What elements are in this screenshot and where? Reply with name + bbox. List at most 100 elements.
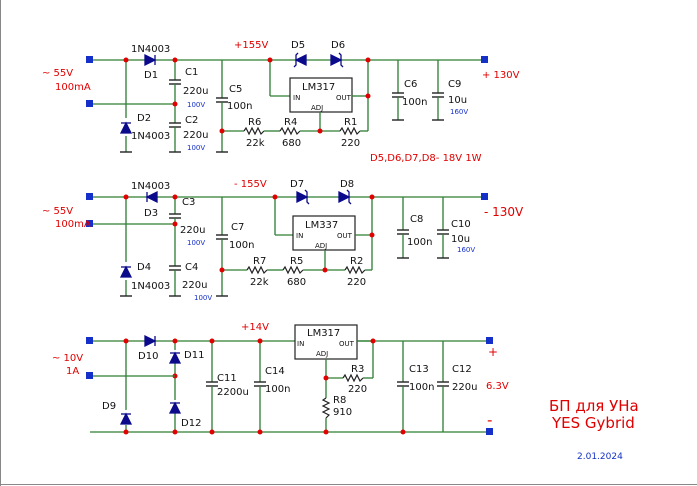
b3-reg-adj: ADJ	[316, 350, 328, 358]
b3-c14-value: 100n	[265, 384, 290, 395]
b1-d1-type: 1N4003	[131, 44, 170, 55]
b1-d2-type: 1N4003	[131, 131, 170, 142]
b2-c3-label: C3	[182, 197, 195, 208]
b1-r1-label: R1	[344, 117, 357, 128]
b2-c8-label: C8	[410, 214, 423, 225]
b2-r2-value: 220	[347, 277, 366, 288]
b1-d2-label: D2	[137, 113, 151, 124]
b2-c4-volt: 100V	[194, 294, 212, 302]
b2-d3-type: 1N4003	[131, 181, 170, 192]
b2-c8-value: 100n	[407, 237, 432, 248]
b3-reg-name: LM317	[307, 328, 340, 339]
b2-d4-label: D4	[137, 262, 151, 273]
b3-r3-label: R3	[351, 364, 364, 375]
b1-d6-label: D6	[331, 40, 345, 51]
b3-c13-value: 100n	[409, 382, 434, 393]
b3-plus-sign: +	[488, 345, 498, 359]
b3-c11-value: 2200u	[217, 387, 249, 398]
b3-reg-in: IN	[297, 340, 304, 348]
b3-r8-label: R8	[333, 395, 346, 406]
b1-c2-label: C2	[185, 115, 198, 126]
b3-c11-label: C11	[217, 373, 237, 384]
b2-c4-value: 220u	[182, 280, 207, 291]
b3-c12-value: 220u	[452, 382, 477, 393]
b3-r8-value: 910	[333, 407, 352, 418]
b1-c9-label: C9	[448, 79, 461, 90]
b2-d7-label: D7	[290, 179, 304, 190]
b3-output-voltage: 6.3V	[486, 381, 509, 392]
b2-output-voltage: - 130V	[484, 205, 524, 219]
b1-r4-label: R4	[284, 117, 297, 128]
b2-c3-value: 220u	[180, 225, 205, 236]
b1-c9-volt: 160V	[450, 108, 468, 116]
title-date: 2.01.2024	[577, 452, 623, 462]
b2-reg-out: OUT	[337, 232, 353, 240]
b2-c3-volt: 100V	[187, 239, 205, 247]
b2-reg-adj: ADJ	[315, 242, 327, 250]
b1-c1-volt: 100V	[187, 101, 205, 109]
block2-circuit	[86, 189, 488, 297]
b1-d1-label: D1	[144, 70, 158, 81]
b2-c10-volt: 160V	[457, 246, 475, 254]
b1-reg-adj: ADJ	[311, 104, 323, 112]
b2-r7-value: 22k	[250, 277, 269, 288]
b3-d10-label: D10	[138, 351, 158, 362]
b1-zener-note: D5,D6,D7,D8- 18V 1W	[370, 153, 482, 164]
block3-circuit	[86, 324, 493, 435]
block1-circuit	[86, 52, 488, 153]
b2-c10-label: C10	[451, 219, 471, 230]
b2-d4-type: 1N4003	[131, 281, 170, 292]
b2-r7-label: R7	[253, 256, 266, 267]
b1-input-current: 100mA	[55, 82, 91, 93]
b1-reg-in: IN	[293, 94, 300, 102]
b1-c2-value: 220u	[183, 130, 208, 141]
b1-c6-value: 100n	[402, 97, 427, 108]
b1-output-voltage: + 130V	[482, 70, 520, 81]
b2-reg-in: IN	[296, 232, 303, 240]
b2-r5-label: R5	[290, 256, 303, 267]
b1-c2-volt: 100V	[187, 144, 205, 152]
b1-c5-label: C5	[229, 84, 242, 95]
b1-reg-out: OUT	[336, 94, 352, 102]
b2-c4-label: C4	[185, 262, 198, 273]
b2-c10-value: 10u	[451, 234, 470, 245]
b1-r6-label: R6	[248, 117, 261, 128]
title-line2: YES Gybrid	[551, 414, 635, 432]
b2-input-voltage: ~ 55V	[42, 206, 73, 217]
b3-reg-out: OUT	[339, 340, 355, 348]
b2-r2-label: R2	[350, 256, 363, 267]
b2-rail-voltage: - 155V	[234, 179, 267, 190]
b1-c6-label: C6	[404, 79, 417, 90]
b2-d8-label: D8	[340, 179, 354, 190]
b1-r1-value: 220	[341, 138, 360, 149]
b3-c13-label: C13	[409, 364, 429, 375]
b2-d3-label: D3	[144, 208, 158, 219]
b1-c9-value: 10u	[448, 95, 467, 106]
b1-r6-value: 22k	[246, 138, 265, 149]
b2-input-current: 100mA	[55, 219, 91, 230]
b3-c14-label: C14	[265, 366, 285, 377]
b3-d9-label: D9	[102, 401, 116, 412]
b2-r5-value: 680	[287, 277, 306, 288]
b1-c5-value: 100n	[227, 101, 252, 112]
b2-c7-label: C7	[231, 222, 244, 233]
b2-c7-value: 100n	[229, 240, 254, 251]
b3-input-current: 1A	[66, 366, 79, 377]
b2-reg-name: LM337	[305, 220, 338, 231]
b1-reg-name: LM317	[302, 82, 335, 93]
b1-c1-label: C1	[185, 67, 198, 78]
title-line1: БП для УНа	[549, 397, 639, 415]
b1-rail-voltage: +155V	[234, 40, 268, 51]
b3-r3-value: 220	[348, 384, 367, 395]
b3-c12-label: C12	[452, 364, 472, 375]
b3-rail-voltage: +14V	[241, 322, 269, 333]
b3-input-voltage: ~ 10V	[52, 353, 83, 364]
b1-d5-label: D5	[291, 40, 305, 51]
b1-c1-value: 220u	[183, 86, 208, 97]
b1-r4-value: 680	[282, 138, 301, 149]
b1-input-voltage: ~ 55V	[42, 68, 73, 79]
b3-minus-sign: -	[487, 411, 492, 429]
b3-d11-label: D11	[184, 350, 204, 361]
